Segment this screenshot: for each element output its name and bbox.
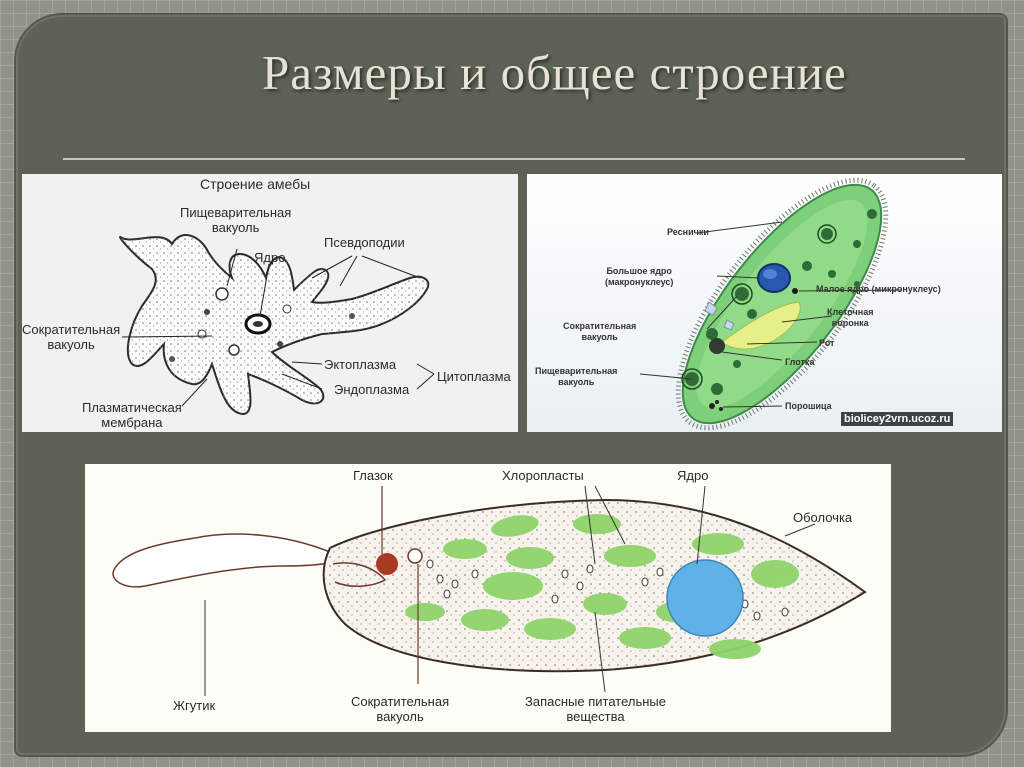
euglena-label-eyespot: Глазок [353,468,393,483]
paramecium-label-contractile-vacuole: Сократительная вакуоль [563,321,637,342]
euglena-label-nucleus: Ядро [677,468,709,483]
amoeba-diagram: Строение амебы Пищеварительная вакуоль Я… [22,174,518,432]
euglena-label-contractile-vacuole: Сократительная вакуоль [351,694,450,724]
amoeba-label-contractile-vacuole: Сократительная вакуоль [22,322,121,352]
paramecium-illustration [639,177,903,431]
euglena-reserve-granules [426,559,789,621]
paramecium-funnel [721,301,801,350]
amoeba-heading: Строение амебы [200,176,311,192]
amoeba-label-digestive-vacuole: Пищеварительная вакуоль [180,205,292,235]
paramecium-watermark: biolicey2vrn.ucoz.ru [841,412,954,426]
euglena-nucleus [666,559,744,637]
slide-title: Размеры и общее строение [262,45,847,100]
euglena-flagellum [112,533,336,588]
paramecium-micronucleus [792,288,798,294]
euglena-illustration [112,485,867,696]
amoeba-label-cytoplasm: Цитоплазма [437,369,511,384]
amoeba-label-nucleus: Ядро [254,250,286,265]
title-divider [63,158,965,160]
paramecium-label-cell-funnel: Клеточная воронка [827,307,874,328]
paramecium-label-macronucleus: Большое ядро (макронуклеус) [605,266,674,287]
euglena-contractile-vacuole [407,548,423,564]
euglena-diagram: Глазок Хлоропласты Ядро Оболочка Жгутик … [85,464,891,732]
paramecium-label-micronucleus: Малое ядро (микронуклеус) [816,284,941,294]
paramecium-label-anal-pore: Порошица [785,401,832,411]
euglena-label-flagellum: Жгутик [173,698,216,713]
amoeba-illustration [119,234,435,416]
paramecium-label-mouth: Рот [819,338,835,348]
amoeba-digestive-vacuole [215,287,229,301]
amoeba-label-membrane: Плазматическая мембрана [82,400,182,430]
paramecium-label-pharynx: Глотка [785,357,815,367]
amoeba-label-endoplasm: Эндоплазма [334,382,410,397]
euglena-eyespot [376,553,398,575]
paramecium-label-digestive-vacuole: Пищеварительная вакуоль [535,366,618,387]
amoeba-label-pseudopodia: Псевдоподии [324,235,405,250]
euglena-label-reserve-nutrients: Запасные питательные вещества [525,694,666,724]
euglena-label-chloroplasts: Хлоропласты [502,468,584,483]
euglena-chloroplasts [405,514,799,659]
paramecium-diagram: Реснички Большое ядро (макронуклеус) Мал… [527,174,1002,432]
amoeba-label-ectoplasm: Эктоплазма [324,357,397,372]
paramecium-label-cilia: Реснички [667,227,709,237]
euglena-label-pellicle: Оболочка [793,510,853,525]
paramecium-cilia [675,177,889,431]
